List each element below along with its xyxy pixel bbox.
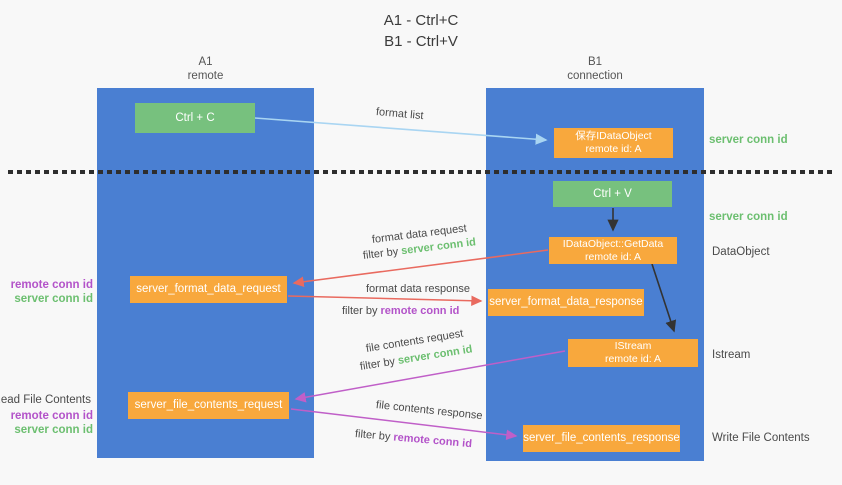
lane-a1-subtitle: remote (187, 70, 224, 82)
node-ctrl-c: Ctrl + C (135, 103, 255, 133)
node-idataobject-getdata-line2: remote id: A (584, 250, 642, 263)
node-istream-line1: IStream (614, 340, 652, 352)
left-server-conn-id-2: server conn id (14, 424, 93, 436)
left-remote-conn-id-1: remote conn id (10, 279, 93, 291)
annotation-format-data-response: format data response (366, 283, 470, 295)
right-label-server-conn-id-top: server conn id (709, 134, 788, 146)
format-data-response-arrow (287, 295, 483, 306)
node-server-file-contents-response-label: server_file_contents_response (523, 432, 680, 444)
annotation-format-list: format list (375, 106, 425, 123)
title-line-1: A1 - Ctrl+C (383, 12, 459, 29)
node-idataobject-getdata: IDataObject::GetData remote id: A (549, 237, 677, 264)
node-save-idataobject-line2: remote id: A (585, 143, 642, 155)
lane-header-b1: B1 connection (486, 55, 704, 83)
node-server-format-data-request: server_format_data_request (130, 276, 287, 303)
filter-by-text: filter by (354, 428, 394, 444)
filter-by-text: filter by (362, 245, 402, 262)
annotation-filter-by-remote-2: filter by remote conn id (354, 428, 472, 450)
node-server-file-contents-request: server_file_contents_request (128, 392, 289, 419)
node-ctrl-c-label: Ctrl + C (175, 111, 215, 124)
node-server-format-data-response: server_format_data_response (488, 289, 644, 316)
dashed-separator (8, 170, 834, 174)
lane-b1-subtitle: connection (567, 70, 623, 82)
node-save-idataobject: 保存IDataObject remote id: A (554, 128, 673, 158)
left-label-conn-ids-2: remote conn id server conn id (11, 409, 93, 437)
filter-by-text: filter by (342, 305, 381, 317)
right-label-dataobject: DataObject (712, 246, 770, 258)
annotation-file-contents-response: file contents response (375, 399, 484, 423)
remote-conn-id-text: remote conn id (380, 305, 460, 317)
node-save-idataobject-line1: 保存IDataObject (575, 130, 652, 142)
node-idataobject-getdata-line1: IDataObject::GetData (562, 237, 664, 250)
lane-header-a1: A1 remote (97, 55, 314, 83)
node-ctrl-v-label: Ctrl + V (593, 187, 632, 200)
node-server-file-contents-response: server_file_contents_response (523, 425, 680, 452)
right-label-istream: Istream (712, 349, 751, 361)
node-server-file-contents-request-label: server_file_contents_request (134, 399, 283, 411)
annotation-filter-by-remote-1: filter by remote conn id (342, 305, 459, 317)
left-label-read-file-contents: Read File Contents (0, 394, 91, 406)
title-line-2: B1 - Ctrl+V (384, 33, 458, 50)
right-label-write-file-contents: Write File Contents (712, 432, 810, 444)
node-istream-line2: remote id: A (604, 353, 662, 365)
remote-conn-id-text: remote conn id (392, 431, 473, 451)
diagram-title: A1 - Ctrl+C B1 - Ctrl+V (0, 10, 842, 52)
node-server-format-data-response-label: server_format_data_response (489, 296, 643, 308)
node-server-format-data-request-label: server_format_data_request (136, 283, 281, 295)
left-server-conn-id-1: server conn id (14, 293, 93, 305)
node-ctrl-v: Ctrl + V (553, 181, 672, 207)
lane-a1-name: A1 (198, 56, 213, 68)
node-istream: IStream remote id: A (568, 339, 698, 367)
right-label-server-conn-id-mid: server conn id (709, 211, 788, 223)
left-remote-conn-id-2: remote conn id (10, 410, 93, 422)
filter-by-text: filter by (359, 355, 399, 373)
lane-b1-name: B1 (587, 56, 603, 68)
left-label-conn-ids-1: remote conn id server conn id (11, 278, 93, 306)
